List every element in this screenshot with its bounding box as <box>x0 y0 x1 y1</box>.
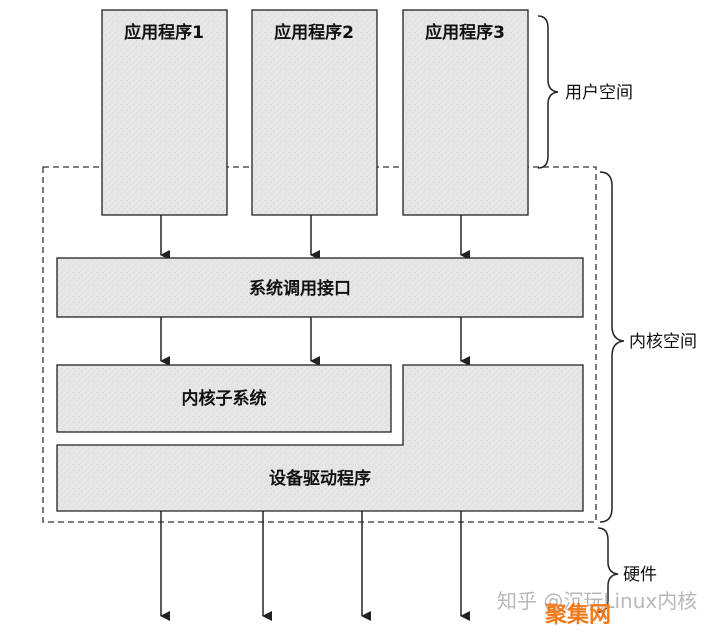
hardware-label: 硬件 <box>623 565 657 585</box>
watermark-text: 知乎 @沉玩Linux内核 <box>497 589 697 613</box>
application-box-3: 应用程序3 <box>402 9 529 216</box>
kernel-space-boundary <box>42 166 597 523</box>
device-drivers-box: 设备驱动程序 <box>56 364 584 512</box>
application-box-2: 应用程序2 <box>251 9 378 216</box>
application-label-3: 应用程序3 <box>425 22 505 43</box>
syscall-interface-label: 系统调用接口 <box>249 278 351 299</box>
application-label-2: 应用程序2 <box>274 22 354 43</box>
kernel-subsystem-label: 内核子系统 <box>182 388 267 409</box>
application-box-1: 应用程序1 <box>101 9 228 216</box>
user-space-brace <box>537 15 559 169</box>
device-drivers-label: 设备驱动程序 <box>269 468 371 489</box>
syscall-interface-box: 系统调用接口 <box>56 257 584 318</box>
user-space-label: 用户空间 <box>565 83 633 103</box>
kernel-subsystem-box: 内核子系统 <box>56 364 392 433</box>
hardware-brace <box>597 527 619 613</box>
kernel-space-label: 内核空间 <box>629 332 697 352</box>
application-label-1: 应用程序1 <box>124 22 204 43</box>
watermark-brand: 聚集网 <box>544 602 611 628</box>
kernel-space-brace <box>599 171 625 523</box>
